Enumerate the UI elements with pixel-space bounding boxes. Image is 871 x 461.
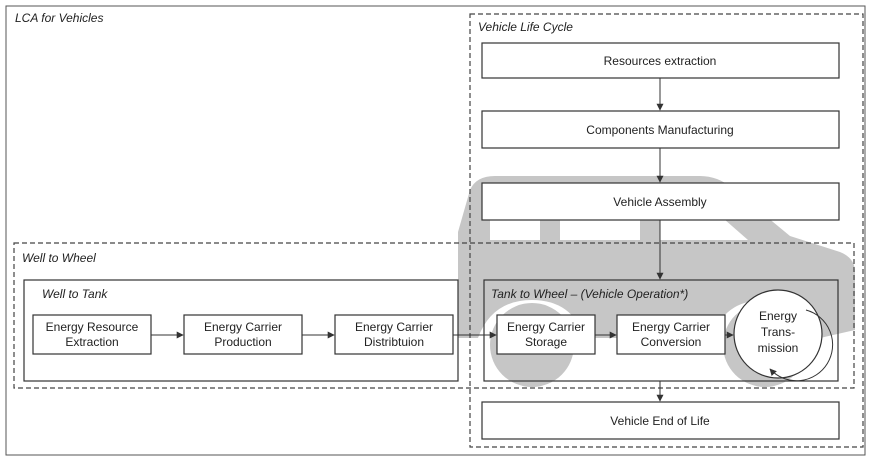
vehicle-end-of-life-box [481,401,840,440]
energy-resource-extraction-label-2: Extraction [65,335,118,349]
energy-transmission-label-3: mission [758,341,799,355]
vehicle-end-of-life-label: Vehicle End of Life [610,414,710,428]
energy-transmission-circle [733,289,823,379]
energy-carrier-production-box [183,314,303,355]
energy-carrier-storage-label-2: Storage [525,335,567,349]
energy-carrier-production-label-2: Production [214,335,271,349]
well-to-wheel-region [13,242,855,389]
well-to-tank-title: Well to Tank [42,287,108,301]
components-manufacturing-label: Components Manufacturing [586,123,733,137]
vehicle-life-cycle-title: Vehicle Life Cycle [478,20,573,34]
energy-carrier-distribution-label-1: Energy Carrier [355,320,433,334]
vehicle-life-cycle-region [469,13,864,448]
energy-carrier-storage-label-1: Energy Carrier [507,320,585,334]
energy-carrier-storage-box [496,314,596,355]
energy-carrier-conversion-label-1: Energy Carrier [632,320,710,334]
vehicle-assembly-label: Vehicle Assembly [613,195,706,209]
energy-transmission-label-1: Energy [759,309,797,323]
energy-carrier-production-label-1: Energy Carrier [204,320,282,334]
well-to-wheel-title: Well to Wheel [22,251,96,265]
frame-title: LCA for Vehicles [15,11,103,25]
energy-carrier-conversion-label-2: Conversion [641,335,702,349]
rotation-arrow-icon [769,309,834,382]
tank-to-wheel-box [483,279,839,382]
resources-extraction-label: Resources extraction [604,54,717,68]
energy-transmission-label-2: Trans- [761,325,795,339]
tank-to-wheel-title: Tank to Wheel – (Vehicle Operation*) [491,287,688,301]
energy-carrier-distribution-label-2: Distribtuion [364,335,424,349]
outer-frame [5,5,866,456]
energy-resource-extraction-label-1: Energy Resource [46,320,139,334]
well-to-tank-box [23,279,459,382]
